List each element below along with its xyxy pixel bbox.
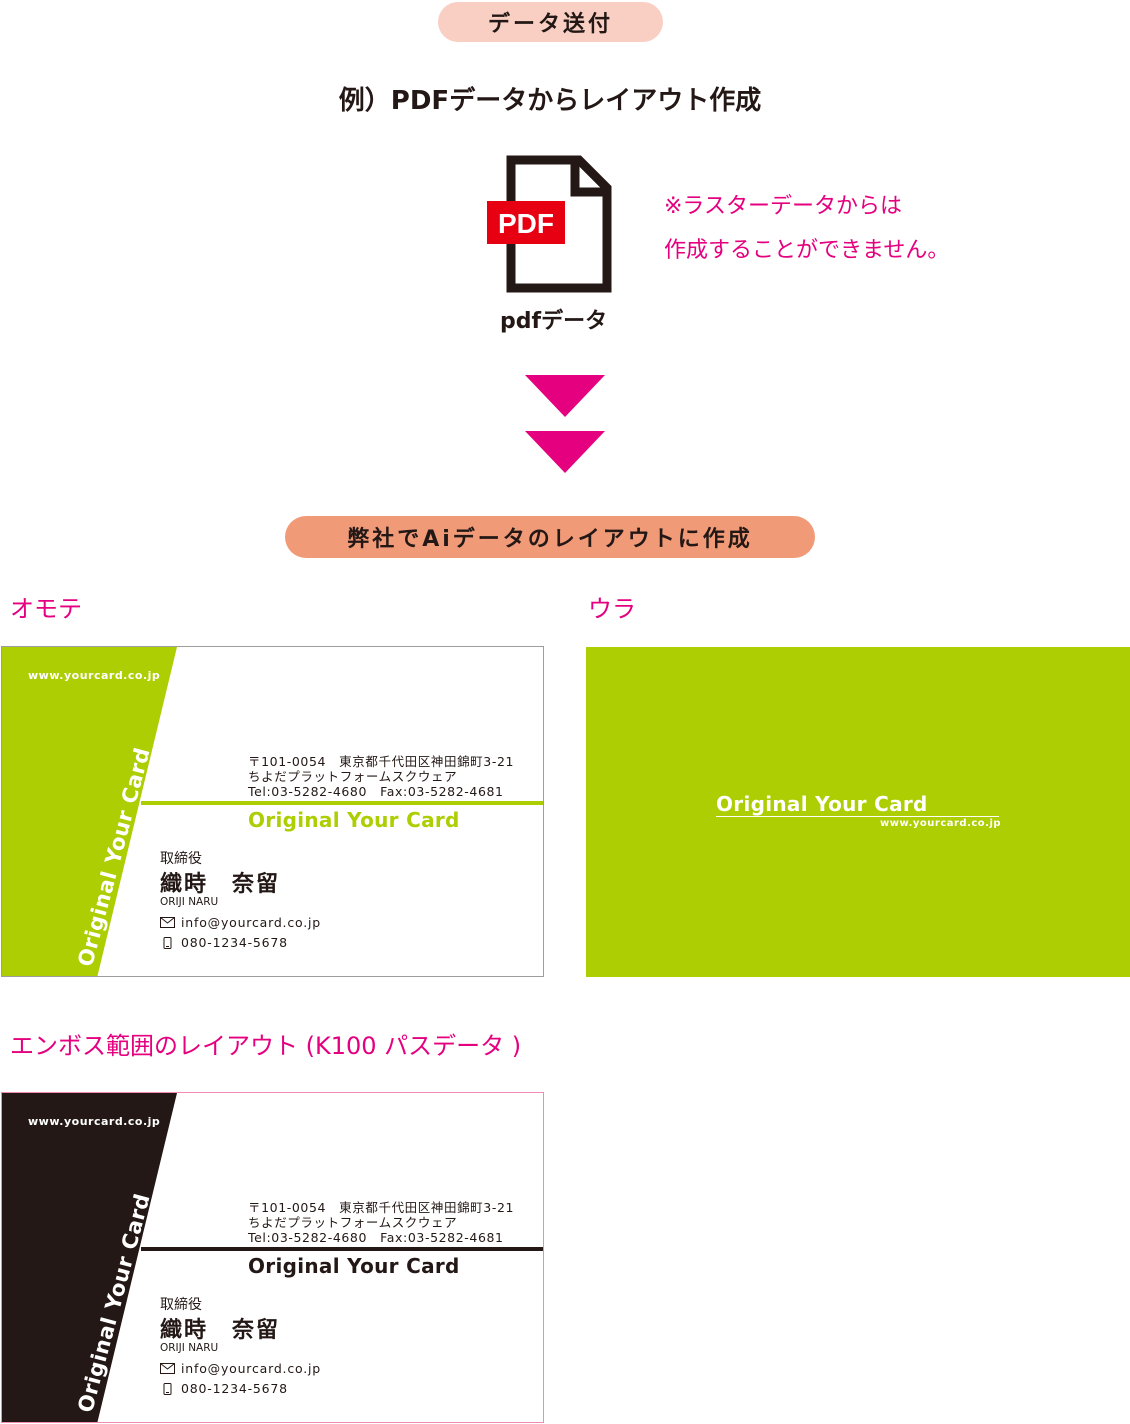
envelope-icon [160, 917, 175, 928]
card-address-line-2: ちよだプラットフォームスクウェア [248, 769, 458, 784]
triangle-down-icon [525, 431, 605, 473]
black-diagonal-band [2, 1093, 177, 1422]
envelope-icon [160, 1363, 175, 1374]
emboss-card: www.yourcard.co.jp Original Your Card 〒1… [1, 1092, 544, 1423]
pdf-caption: pdfデータ [500, 309, 608, 334]
card-name-roman: ORIJI NARU [160, 1342, 219, 1354]
result-pill: 弊社でAiデータのレイアウトに作成 [285, 516, 815, 558]
card-divider [141, 1247, 543, 1251]
card-company: Original Your Card [248, 808, 460, 832]
card-divider [141, 801, 543, 805]
mobile-phone-icon [163, 936, 172, 949]
card-address-line-1: 〒101-0054 東京都千代田区神田錦町3-21 [248, 754, 515, 769]
card-name: 織時 奈留 [160, 1318, 281, 1343]
pdf-badge-text: PDF [498, 208, 554, 239]
raster-note-line-2: 作成することができません。 [664, 238, 950, 263]
back-card-company: Original Your Card [716, 792, 928, 816]
front-card: www.yourcard.co.jp Original Your Card 〒1… [1, 646, 544, 977]
card-email: info@yourcard.co.jp [181, 915, 322, 930]
card-phone: 080-1234-5678 [181, 1381, 288, 1396]
back-card-url: www.yourcard.co.jp [880, 818, 1002, 829]
back-card: Original Your Card www.yourcard.co.jp [586, 647, 1130, 977]
back-card-divider [716, 816, 999, 817]
card-phone-row: 080-1234-5678 [160, 935, 288, 950]
data-submission-pill: データ送付 [438, 2, 663, 42]
card-address-line-3: Tel:03-5282-4680 Fax:03-5282-4681 [248, 1230, 504, 1245]
card-address-line-1: 〒101-0054 東京都千代田区神田錦町3-21 [248, 1200, 515, 1215]
card-role: 取締役 [160, 851, 202, 867]
green-diagonal-band [2, 647, 177, 976]
emboss-label: エンボス範囲のレイアウト (K100 パスデータ ) [10, 1032, 522, 1060]
card-name-roman: ORIJI NARU [160, 896, 219, 908]
card-name: 織時 奈留 [160, 872, 281, 897]
card-address-line-2: ちよだプラットフォームスクウェア [248, 1215, 458, 1230]
front-label: オモテ [10, 595, 82, 623]
card-url: www.yourcard.co.jp [28, 1115, 161, 1128]
mobile-phone-icon [163, 1382, 172, 1395]
card-phone-row: 080-1234-5678 [160, 1381, 288, 1396]
example-title: 例）PDFデータからレイアウト作成 [338, 86, 762, 116]
card-email-row: info@yourcard.co.jp [160, 1361, 321, 1376]
triangle-down-icon [525, 375, 605, 417]
pdf-file-icon: PDF [487, 155, 612, 295]
card-address-line-3: Tel:03-5282-4680 Fax:03-5282-4681 [248, 784, 504, 799]
card-phone: 080-1234-5678 [181, 935, 288, 950]
card-role: 取締役 [160, 1297, 202, 1313]
back-label: ウラ [588, 595, 636, 623]
card-company: Original Your Card [248, 1254, 460, 1278]
raster-note-line-1: ※ラスターデータからは [664, 194, 902, 219]
card-url: www.yourcard.co.jp [28, 669, 161, 682]
card-email-row: info@yourcard.co.jp [160, 915, 321, 930]
card-email: info@yourcard.co.jp [181, 1361, 322, 1376]
